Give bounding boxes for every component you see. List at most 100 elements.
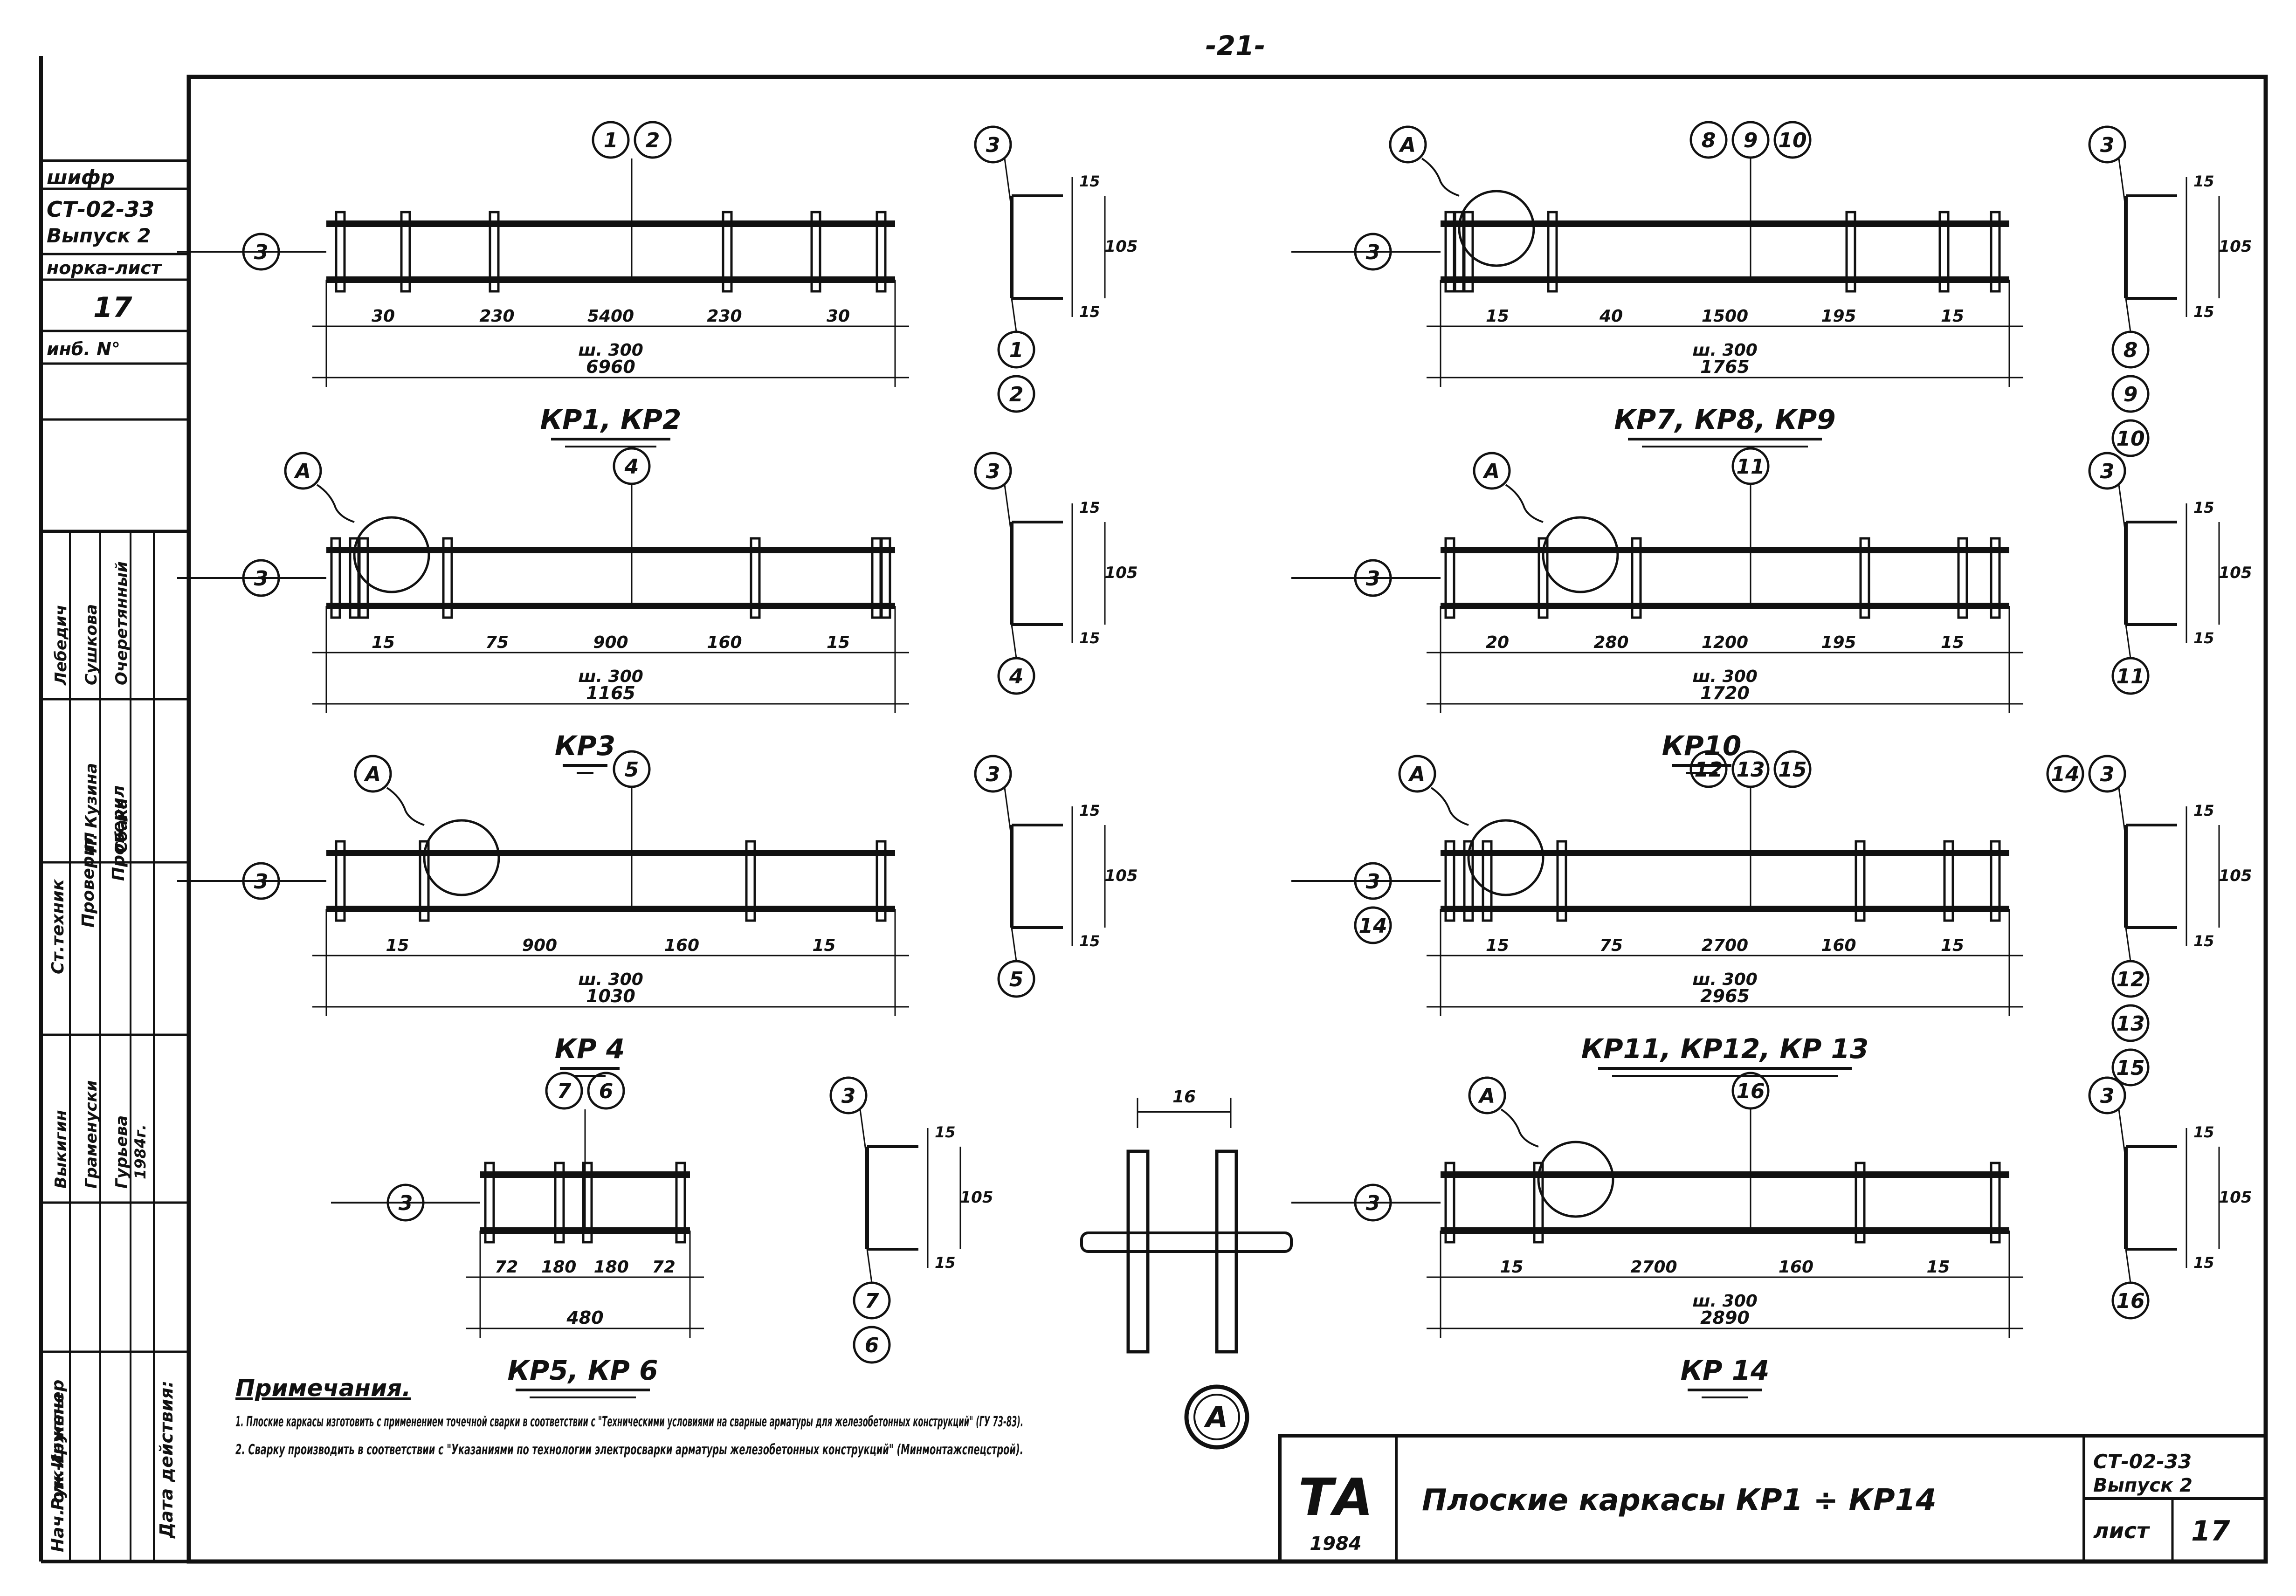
section-rod-mark: 5 <box>1009 968 1024 991</box>
frame-rod-mark-circle <box>1731 750 1770 788</box>
frame-detail-circle <box>1537 1141 1614 1218</box>
frame-dim-label: 2700 <box>1630 1258 1677 1277</box>
section-mark-3-circle <box>2088 125 2126 164</box>
frame-post <box>1943 840 1954 922</box>
section-dim-bottom: 15 <box>1079 303 1100 321</box>
section-dim-top: 15 <box>1079 499 1100 516</box>
stamp-date: 1984г. <box>131 1124 149 1179</box>
frame-rod-mark-circle <box>1731 1072 1770 1110</box>
frame-dim-label: 15 <box>1486 307 1509 326</box>
frame-detail-mark-circle <box>1473 452 1511 490</box>
frame-total-label: 1720 <box>1700 683 1750 703</box>
frame-post <box>1444 840 1455 922</box>
frame-total-label: 2890 <box>1700 1307 1750 1328</box>
frame-side-mark: 3 <box>399 1191 413 1215</box>
section-mark-3-circle <box>974 125 1012 164</box>
frame-rod-mark: 7 <box>557 1080 572 1103</box>
frame-rod-mark-circle <box>634 121 672 159</box>
frame-dim-label: 280 <box>1593 633 1628 652</box>
frame-detail-leader <box>1505 484 1544 523</box>
frame-dim-label: 15 <box>812 936 835 955</box>
note-1: 1. Плоские каркасы изготовить с применен… <box>235 1414 1023 1430</box>
frame-side-mark-circle <box>242 559 280 597</box>
frame-post <box>880 537 891 619</box>
frame-post <box>419 840 430 922</box>
section-dim-top: 15 <box>2193 499 2214 516</box>
frame-detail-circle <box>423 819 500 896</box>
frame-name: КР 14 <box>1681 1355 1770 1386</box>
section-dim-top: 15 <box>1079 172 1100 190</box>
frame-rod-mark: 13 <box>1736 758 1765 782</box>
section-leader <box>1004 787 1013 839</box>
section-rod-mark-circle <box>853 1326 891 1364</box>
frame-detail-leader <box>1500 1108 1539 1148</box>
frame-rod-mark: 1 <box>604 129 618 152</box>
detail-view-a: 16 А <box>1080 1087 1293 1450</box>
section-rod-mark: 10 <box>2116 427 2144 451</box>
section-leader <box>1004 484 1013 537</box>
frame-rod-mark: 6 <box>599 1080 614 1103</box>
frame-post <box>489 211 500 293</box>
frame-total-label: 6960 <box>586 357 635 377</box>
section-mark-3: 3 <box>841 1084 856 1108</box>
notes: Примечания. 1. Плоские каркасы изготовит… <box>235 1375 1023 1458</box>
frame-detail-circle <box>353 516 430 593</box>
frame-side-mark: 3 <box>1366 567 1380 591</box>
stamp-name: Сушкова <box>82 604 101 685</box>
section-mark-3: 3 <box>2100 763 2115 786</box>
sheet-border <box>186 75 2268 1564</box>
section-mark-3: 3 <box>2100 460 2115 483</box>
frame-post <box>1859 537 1870 619</box>
frame-name: КР10 <box>1662 730 1742 762</box>
frame-post <box>876 211 887 293</box>
stamp-role: Инженер <box>48 1380 68 1468</box>
frame-side-mark-circle <box>1354 559 1392 597</box>
frame-rod-mark-circle <box>1731 447 1770 485</box>
section-dim-top: 15 <box>2193 1123 2214 1141</box>
stamp-inv-label: инб. N° <box>47 339 120 359</box>
frame-dim-label: 1500 <box>1702 307 1748 326</box>
section-rod-mark-circle <box>997 375 1035 413</box>
frame-dim-label: 15 <box>827 633 850 652</box>
detail-rod <box>1080 1231 1293 1253</box>
section-mark-leader <box>866 1249 873 1283</box>
frame-dim-label: 15 <box>1926 1258 1950 1277</box>
frame-dim-label: 72 <box>652 1258 676 1277</box>
frame-dim-label: 30 <box>827 307 850 326</box>
stamp-cipher-title: шифр <box>47 166 115 189</box>
frame-rod-mark: 16 <box>1736 1080 1765 1103</box>
frame-dim-label: 160 <box>1821 936 1856 955</box>
section-leader <box>1004 158 1013 210</box>
title-year: 1984 <box>1310 1533 1361 1555</box>
frame-dim-label: 230 <box>479 307 514 326</box>
frame-dim-label: 900 <box>593 633 628 652</box>
frame-name: КР11, КР12, КР 13 <box>1581 1033 1869 1065</box>
section-mark-leader <box>2125 927 2131 962</box>
section-dim-bottom: 15 <box>2193 629 2214 647</box>
frame-side-mark: 3 <box>1366 241 1380 264</box>
section-mark-leader <box>1011 298 1017 332</box>
side-stamp: шифр СТ-02-33 Выпуск 2 норка-лист 17 инб… <box>41 159 189 1562</box>
frame-detail-mark: А <box>294 460 311 483</box>
frame-post <box>1990 537 2001 619</box>
frame-dim-label: 160 <box>707 633 742 652</box>
frame-dim-label: 180 <box>594 1258 629 1277</box>
section-leader <box>2118 158 2127 210</box>
section-rod-mark: 2 <box>1009 383 1024 406</box>
frame-post <box>1482 840 1493 922</box>
frame-dim-label: 230 <box>707 307 742 326</box>
frame-step-label: ш. 300 <box>1692 341 1758 360</box>
frame-post <box>582 1162 593 1244</box>
frame-rod-mark-circle <box>592 121 630 159</box>
frame-rod-mark: 12 <box>1694 758 1723 782</box>
title-text: Плоские каркасы КР1 ÷ КР14 <box>1422 1483 1937 1518</box>
frame-dim-label: 180 <box>541 1258 576 1277</box>
